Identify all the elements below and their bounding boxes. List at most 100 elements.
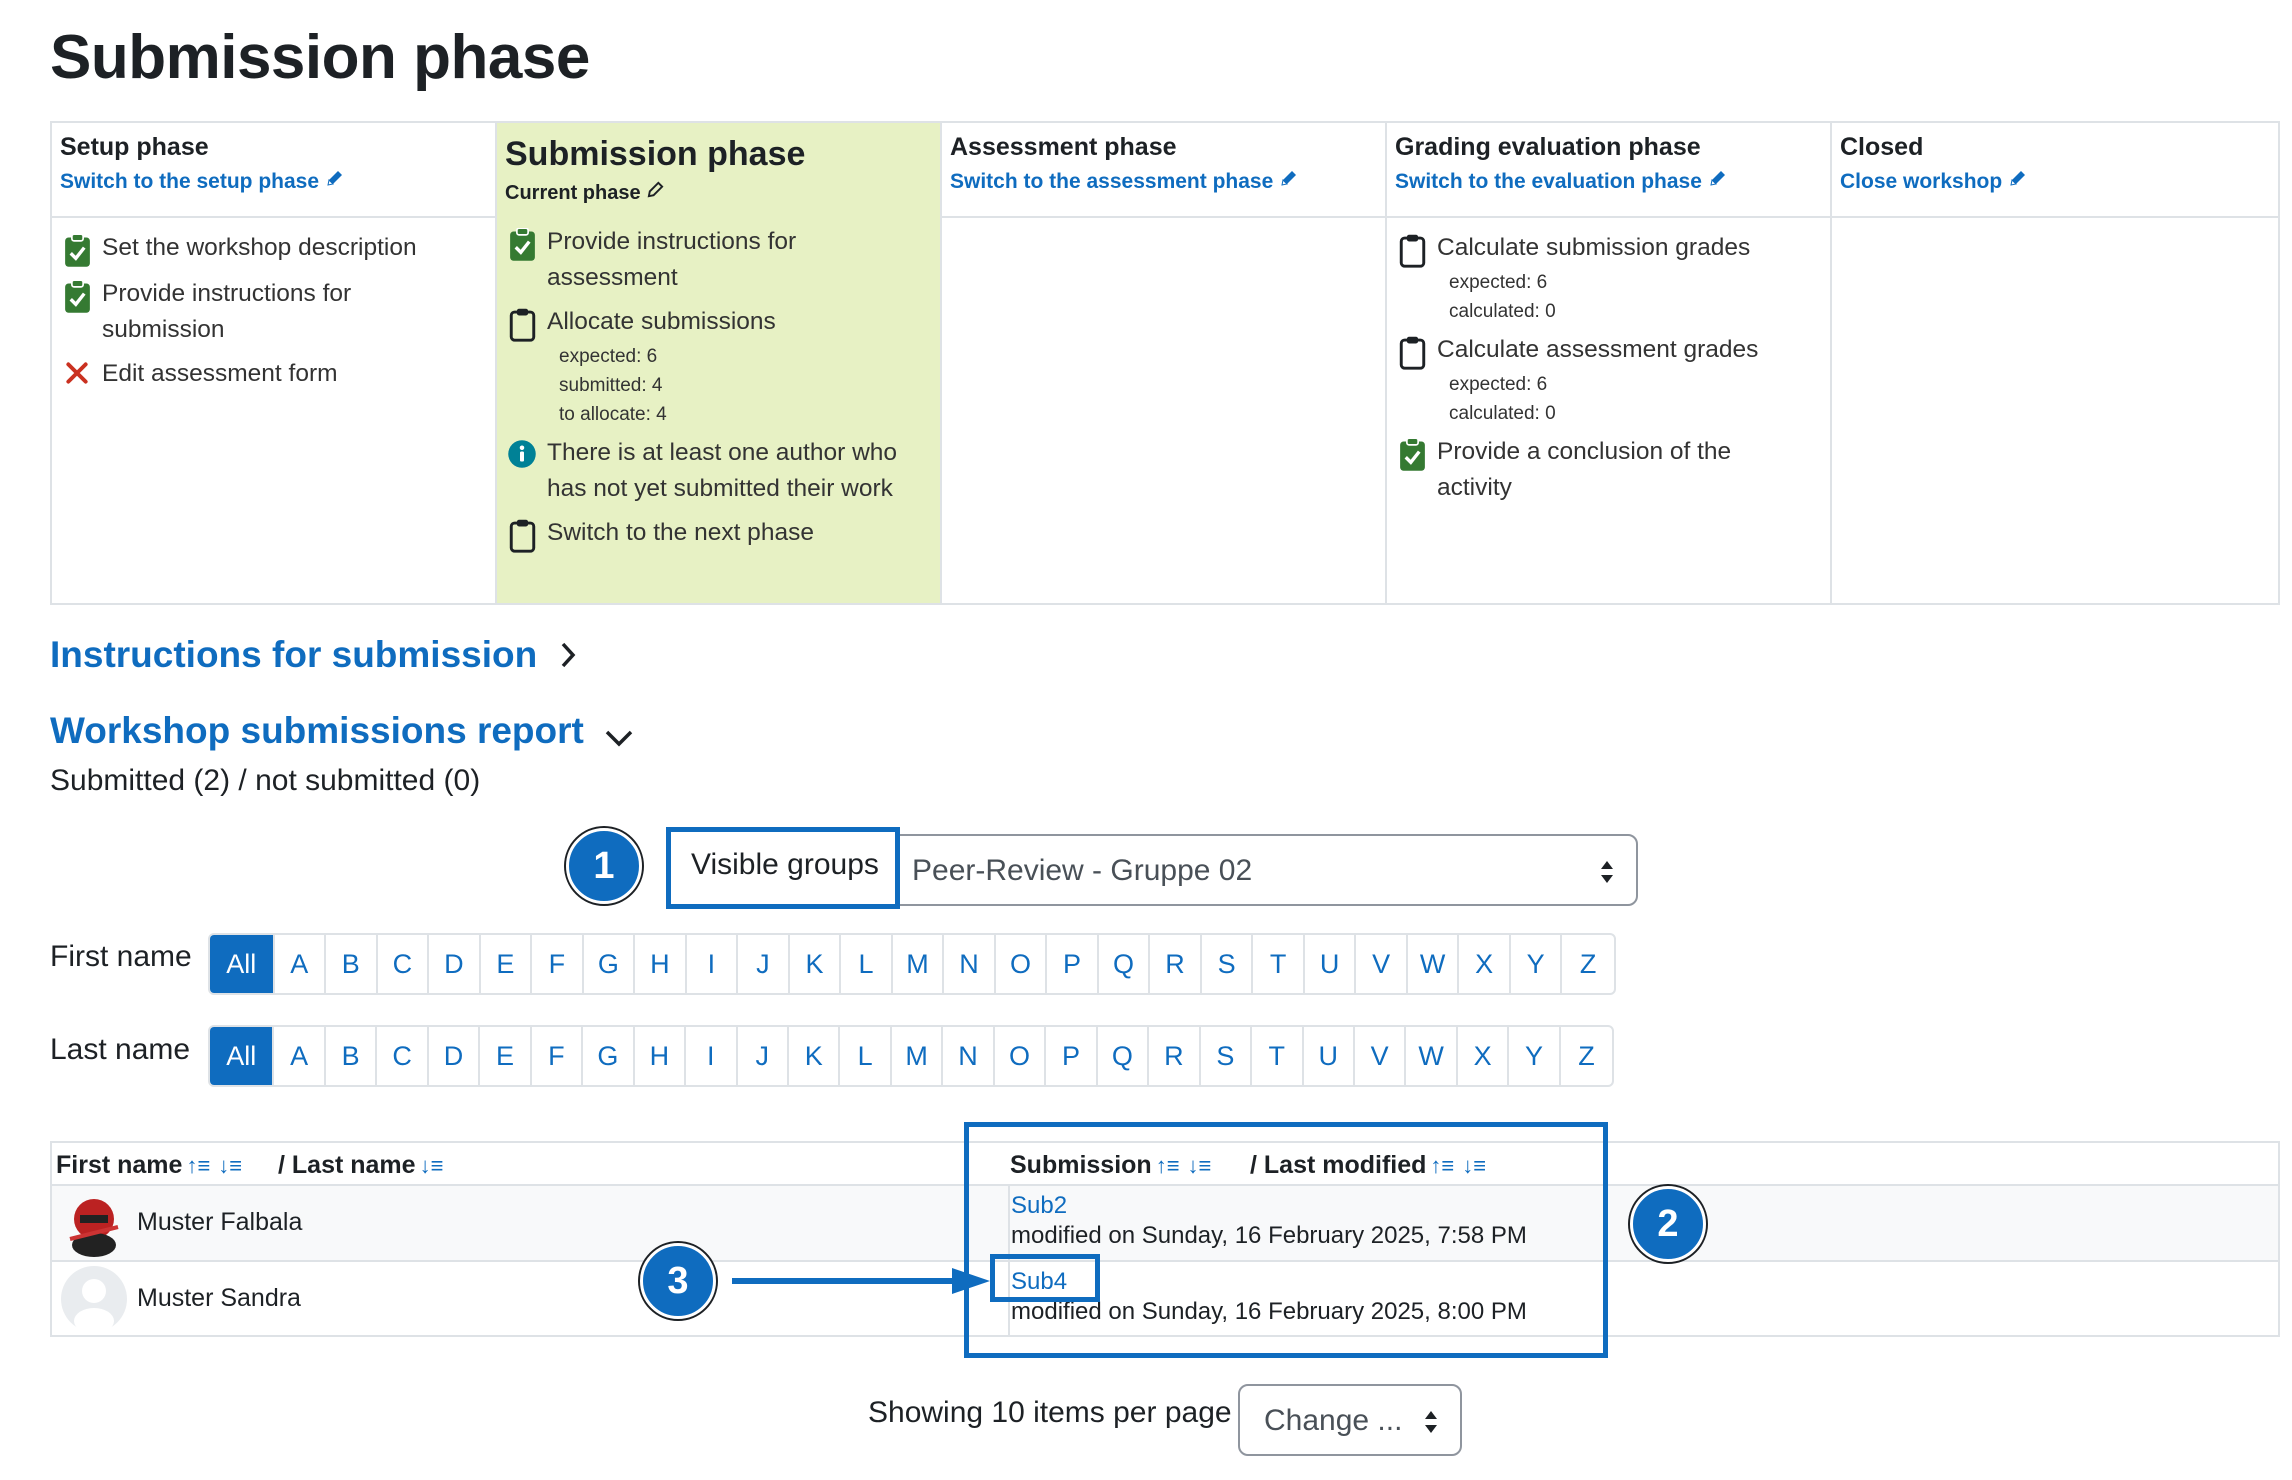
first-name-initial-n[interactable]: N: [944, 935, 996, 993]
first-name-initial-s[interactable]: S: [1202, 935, 1254, 993]
instructions-section-toggle[interactable]: Instructions for submission: [50, 634, 578, 676]
task-detail: to allocate: 4: [559, 404, 667, 425]
group-select[interactable]: Peer-Review - Gruppe 02: [888, 834, 1638, 906]
first-name-initial-d[interactable]: D: [429, 935, 481, 993]
task-item: Allocate submissions: [505, 304, 932, 342]
last-name-initial-f[interactable]: F: [532, 1027, 584, 1085]
first-name-initial-k[interactable]: K: [790, 935, 842, 993]
last-name-initial-l[interactable]: L: [840, 1027, 892, 1085]
first-name-initial-u[interactable]: U: [1305, 935, 1357, 993]
sort-last-modified[interactable]: / Last modified↑≡↓≡: [1250, 1151, 1487, 1179]
last-name-initial-z[interactable]: Z: [1578, 1040, 1595, 1071]
first-name-initial-c[interactable]: C: [378, 935, 430, 993]
select-arrows-icon: [1601, 861, 1613, 883]
last-name-initial-a[interactable]: A: [274, 1027, 326, 1085]
first-name-initial-v[interactable]: V: [1356, 935, 1408, 993]
first-name-initial-t[interactable]: T: [1253, 935, 1305, 993]
sort-desc-icon: ↓≡: [218, 1153, 243, 1178]
chevron-down-icon: [605, 730, 633, 747]
pencil-icon: [1708, 168, 1728, 188]
first-name-initial-w[interactable]: W: [1408, 935, 1460, 993]
pencil-icon: [2008, 168, 2028, 188]
visible-groups-label: Visible groups: [666, 827, 900, 909]
sort-submission[interactable]: Submission↑≡↓≡: [1010, 1151, 1212, 1179]
first-name-initial-a[interactable]: A: [275, 935, 327, 993]
first-name-initial-g[interactable]: G: [584, 935, 636, 993]
task-item: Edit assessment form: [60, 356, 487, 392]
close-workshop-link[interactable]: Close workshop: [1840, 168, 2270, 194]
submission-link[interactable]: Sub2: [1011, 1192, 1068, 1219]
clipboard-check-icon: [1399, 438, 1426, 472]
sort-last-name[interactable]: / Last name↓≡: [278, 1151, 444, 1179]
first-name-initial-f[interactable]: F: [532, 935, 584, 993]
last-name-initial-p[interactable]: P: [1046, 1027, 1098, 1085]
task-item: Provide instructions for submission: [60, 276, 487, 348]
last-name-initial-g[interactable]: G: [583, 1027, 635, 1085]
submission-counts: Submitted (2) / not submitted (0): [50, 764, 481, 797]
first-name-initial-q[interactable]: Q: [1099, 935, 1151, 993]
clipboard-check-icon: [64, 280, 91, 314]
clipboard-icon: [509, 308, 536, 342]
task-item: Calculate submission grades: [1395, 230, 1822, 268]
last-name-initial-m[interactable]: M: [892, 1027, 944, 1085]
phase-setup: Setup phase Switch to the setup phase Se…: [52, 123, 497, 603]
last-name-initial-u[interactable]: U: [1304, 1027, 1355, 1085]
last-name-initial-y[interactable]: Y: [1509, 1027, 1561, 1085]
task-item: There is at least one author who has not…: [505, 435, 932, 507]
sort-first-name[interactable]: First name↑≡↓≡: [56, 1151, 243, 1179]
first-name-initial-r[interactable]: R: [1150, 935, 1202, 993]
pencil-icon: [646, 180, 665, 199]
last-name-initial-q[interactable]: Q: [1098, 1027, 1150, 1085]
last-name-initial-e[interactable]: E: [480, 1027, 532, 1085]
submissions-table: First name↑≡↓≡ / Last name↓≡ Submission↑…: [50, 1141, 2280, 1337]
phase-submission: Submission phase Current phase Provide i…: [497, 123, 942, 603]
last-name-initial-c[interactable]: C: [377, 1027, 429, 1085]
report-section-toggle[interactable]: Workshop submissions report: [50, 710, 634, 752]
last-name-initial-t[interactable]: T: [1252, 1027, 1304, 1085]
first-name-initial-l[interactable]: L: [841, 935, 893, 993]
first-name-initial-e[interactable]: E: [481, 935, 533, 993]
last-name-initial-s[interactable]: S: [1201, 1027, 1253, 1085]
last-name-initial-k[interactable]: K: [789, 1027, 841, 1085]
last-name-initial-all[interactable]: All: [210, 1027, 275, 1085]
first-name-initial-m[interactable]: M: [893, 935, 945, 993]
first-name-initial-x[interactable]: X: [1459, 935, 1511, 993]
first-name-initial-h[interactable]: H: [635, 935, 687, 993]
modified-date: modified on Sunday, 16 February 2025, 7:…: [1011, 1222, 1527, 1249]
last-name-initial-d[interactable]: D: [429, 1027, 481, 1085]
last-name-initial-w[interactable]: W: [1406, 1027, 1458, 1085]
first-name-initial-p[interactable]: P: [1047, 935, 1099, 993]
last-name-initial-x[interactable]: X: [1458, 1027, 1510, 1085]
first-name-initial-all[interactable]: All: [210, 935, 275, 993]
last-name-initial-i[interactable]: I: [686, 1027, 738, 1085]
first-name-filter-label: First name: [50, 940, 192, 973]
last-name-initial-n[interactable]: N: [943, 1027, 995, 1085]
per-page-select[interactable]: Change ...: [1238, 1384, 1462, 1456]
switch-assessment-phase-link[interactable]: Switch to the assessment phase: [950, 168, 1377, 194]
pencil-icon: [1279, 168, 1299, 188]
first-name-initial-j[interactable]: J: [738, 935, 790, 993]
last-name-initial-r[interactable]: R: [1149, 1027, 1201, 1085]
last-name-initial-b[interactable]: B: [326, 1027, 378, 1085]
last-name-initial-h[interactable]: H: [635, 1027, 687, 1085]
first-name-initial-y[interactable]: Y: [1511, 935, 1563, 993]
first-name-initial-b[interactable]: B: [326, 935, 378, 993]
last-name-initial-o[interactable]: O: [995, 1027, 1047, 1085]
switch-setup-phase-link[interactable]: Switch to the setup phase: [60, 168, 487, 194]
instructions-heading: Instructions for submission: [50, 634, 538, 675]
switch-evaluation-phase-link[interactable]: Switch to the evaluation phase: [1395, 168, 1822, 194]
first-name-initial-i[interactable]: I: [687, 935, 739, 993]
task-detail: expected: 6: [559, 346, 658, 367]
report-heading: Workshop submissions report: [50, 710, 584, 751]
submission-link[interactable]: Sub4: [1011, 1268, 1068, 1295]
user-name: Muster Falbala: [137, 1208, 303, 1236]
task-item: Calculate assessment grades: [1395, 332, 1822, 370]
first-name-initial-o[interactable]: O: [996, 935, 1048, 993]
first-name-initial-z[interactable]: Z: [1579, 948, 1597, 979]
sort-desc-icon: ↓≡: [1187, 1153, 1212, 1178]
task-item: Set the workshop description: [60, 230, 487, 268]
last-name-initial-j[interactable]: J: [738, 1027, 789, 1085]
last-name-initial-v[interactable]: V: [1355, 1027, 1407, 1085]
modified-date: modified on Sunday, 16 February 2025, 8:…: [1011, 1298, 1527, 1325]
